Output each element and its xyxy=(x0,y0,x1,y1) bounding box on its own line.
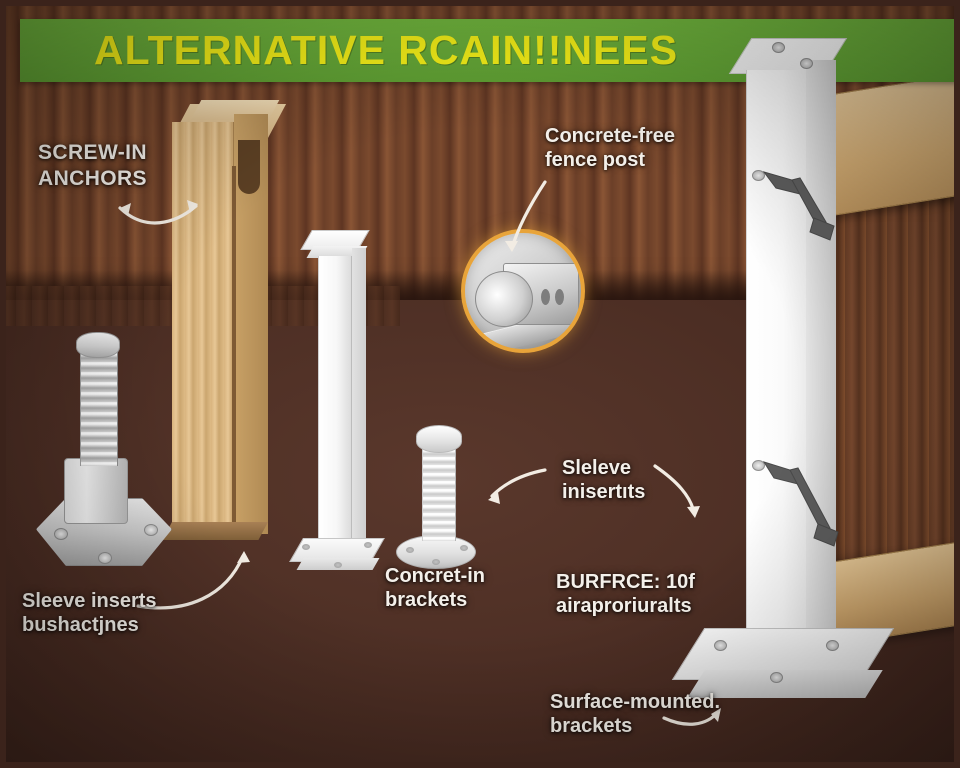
base-plate-anchor-screw xyxy=(770,672,783,683)
large-post-front-face xyxy=(746,70,806,652)
post-rail-bracket-group xyxy=(762,171,839,547)
lower-bracket-foot xyxy=(813,523,839,547)
vinyl-post-base-bolt xyxy=(364,542,372,548)
inset-slot xyxy=(541,289,550,305)
vinyl-post-side-face xyxy=(352,248,366,542)
threaded-bolt-flange xyxy=(396,425,476,570)
inset-slot xyxy=(555,289,564,305)
page-title: ALTERNATIVE RCAIN!!NEES xyxy=(94,27,679,73)
wooden-post-notch xyxy=(238,140,260,194)
white-vinyl-post-small xyxy=(289,226,385,571)
large-post-bracket-screw xyxy=(752,460,765,471)
label-concrete-free-fence-post: Concrete-free fence post xyxy=(545,125,676,172)
large-post-side-face xyxy=(806,60,836,648)
anchor-bolt-head xyxy=(76,332,120,358)
label-surface-spec: BURFRCE: 10f airaproriuralts xyxy=(556,571,695,618)
bolt-flange-hole xyxy=(406,547,414,553)
sleeve-insert-detail-inset xyxy=(461,229,585,353)
base-plate-anchor-screw xyxy=(826,640,839,651)
vinyl-post-base-bolt xyxy=(302,544,310,550)
anchor-threaded-shaft xyxy=(80,352,118,466)
inset-cylinder xyxy=(475,271,533,327)
bolt-flange-hole xyxy=(460,545,468,551)
label-sleeve-inserts-right: Sleleve inisertıts xyxy=(562,457,646,504)
white-vinyl-post-large xyxy=(671,28,895,698)
bolt-threaded-shaft xyxy=(422,449,456,541)
large-post-bracket-screw xyxy=(752,170,765,181)
label-surface-mounted-brackets: Surface-mounted. brackets xyxy=(550,691,721,738)
label-screw-in-anchors: SCREW-IN ANCHORS xyxy=(38,141,147,190)
bolt-flange-hole xyxy=(432,559,440,565)
anchor-plate-bolt xyxy=(54,528,68,540)
vinyl-post-front-face xyxy=(318,256,352,546)
upper-bracket-link xyxy=(791,177,827,225)
large-post-top-screw xyxy=(772,42,785,53)
wooden-post-bottom-face xyxy=(162,522,268,540)
anchor-collar xyxy=(64,458,128,524)
vinyl-post-base-bolt xyxy=(334,562,342,568)
wooden-fence-post xyxy=(162,100,287,540)
anchor-plate-bolt xyxy=(144,524,158,536)
wooden-post-front-face xyxy=(172,122,234,540)
lower-bracket-link xyxy=(789,467,831,533)
large-post-top-screw xyxy=(800,58,813,69)
label-concret-in-brackets: Concret-in brackets xyxy=(385,565,485,612)
anchor-plate-bolt xyxy=(98,552,112,564)
bolt-head xyxy=(416,425,462,453)
base-plate-anchor-screw xyxy=(714,640,727,651)
label-sleeve-inserts-bushings: Sleeve inserts bushactjnes xyxy=(22,590,157,637)
galvanized-screw-anchor xyxy=(36,332,176,567)
upper-bracket-foot xyxy=(809,217,835,241)
wooden-post-seam xyxy=(232,166,236,538)
right-fence-panel xyxy=(824,196,960,566)
